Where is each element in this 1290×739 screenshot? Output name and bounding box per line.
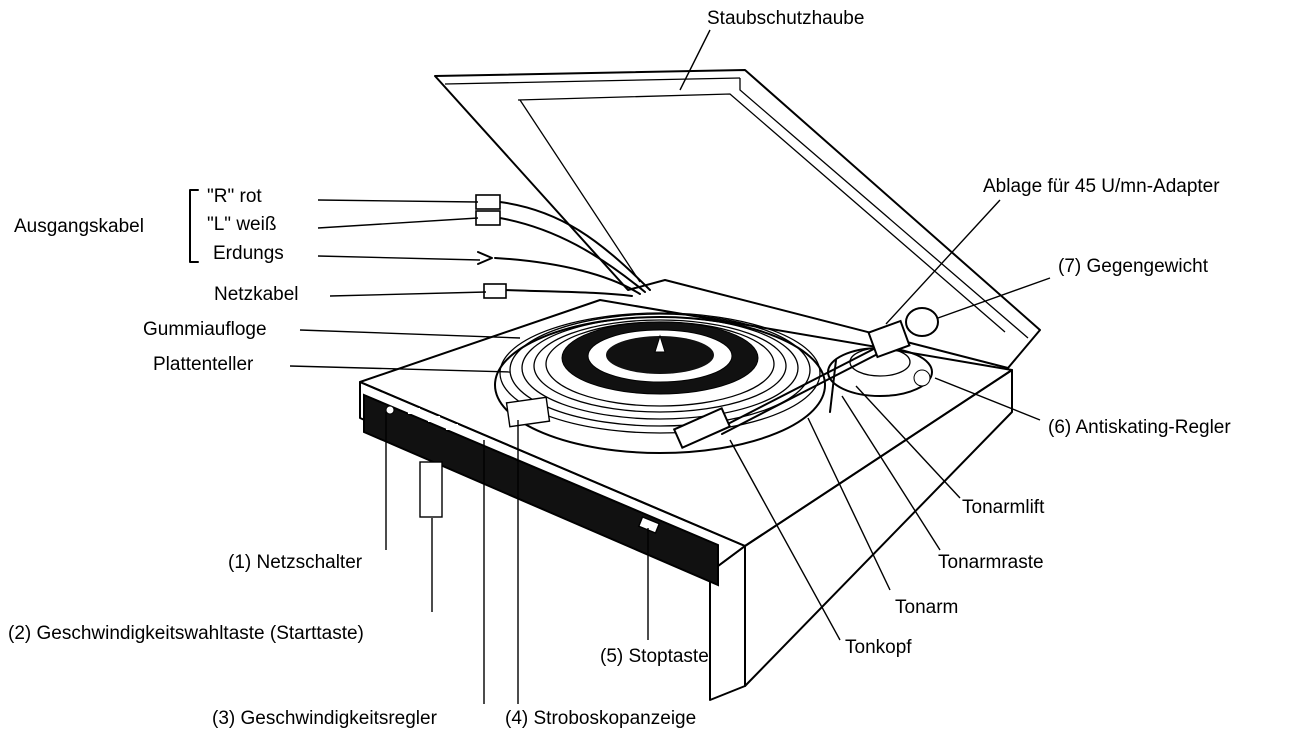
tonearm xyxy=(672,307,939,450)
label-stoptaste: (5) Stoptaste xyxy=(600,646,709,667)
label-tonarm: Tonarm xyxy=(895,597,959,618)
label-gegengewicht: (7) Gegengewicht xyxy=(1058,256,1208,277)
label-erdungs: Erdungs xyxy=(213,243,284,264)
label-gummiaufloge: Gummiaufloge xyxy=(143,319,267,340)
label-tonkopf: Tonkopf xyxy=(845,637,912,658)
label-tonarmraste: Tonarmraste xyxy=(938,552,1044,573)
label-ablage: Ablage für 45 U/mn-Adapter xyxy=(983,176,1220,197)
cables xyxy=(475,194,651,299)
label-plattenteller: Plattenteller xyxy=(153,354,254,375)
platter xyxy=(494,312,826,454)
label-netzkabel: Netzkabel xyxy=(214,284,299,305)
label-geschwindigkeitswahltaste: (2) Geschwindigkeitswahltaste (Starttast… xyxy=(8,623,364,644)
label-staubschutzhaube: Staubschutzhaube xyxy=(707,8,865,29)
label-tonarmlift: Tonarmlift xyxy=(962,497,1045,518)
turntable-base xyxy=(359,299,1013,701)
label-antiskating: (6) Antiskating-Regler xyxy=(1048,417,1231,438)
label-l-weiss: "L" weiß xyxy=(207,214,277,235)
label-geschwindigkeitsregler: (3) Geschwindigkeitsregler xyxy=(212,708,437,729)
label-r-rot: "R" rot xyxy=(207,186,262,207)
label-netzschalter: (1) Netzschalter xyxy=(228,552,363,573)
label-stroboskopanzeige: (4) Stroboskopanzeige xyxy=(505,708,697,729)
label-ausgangskabel: Ausgangskabel xyxy=(14,216,144,237)
output-cable-bracket xyxy=(189,189,199,263)
leader-lines xyxy=(289,29,1051,704)
dust-cover xyxy=(434,69,1041,369)
